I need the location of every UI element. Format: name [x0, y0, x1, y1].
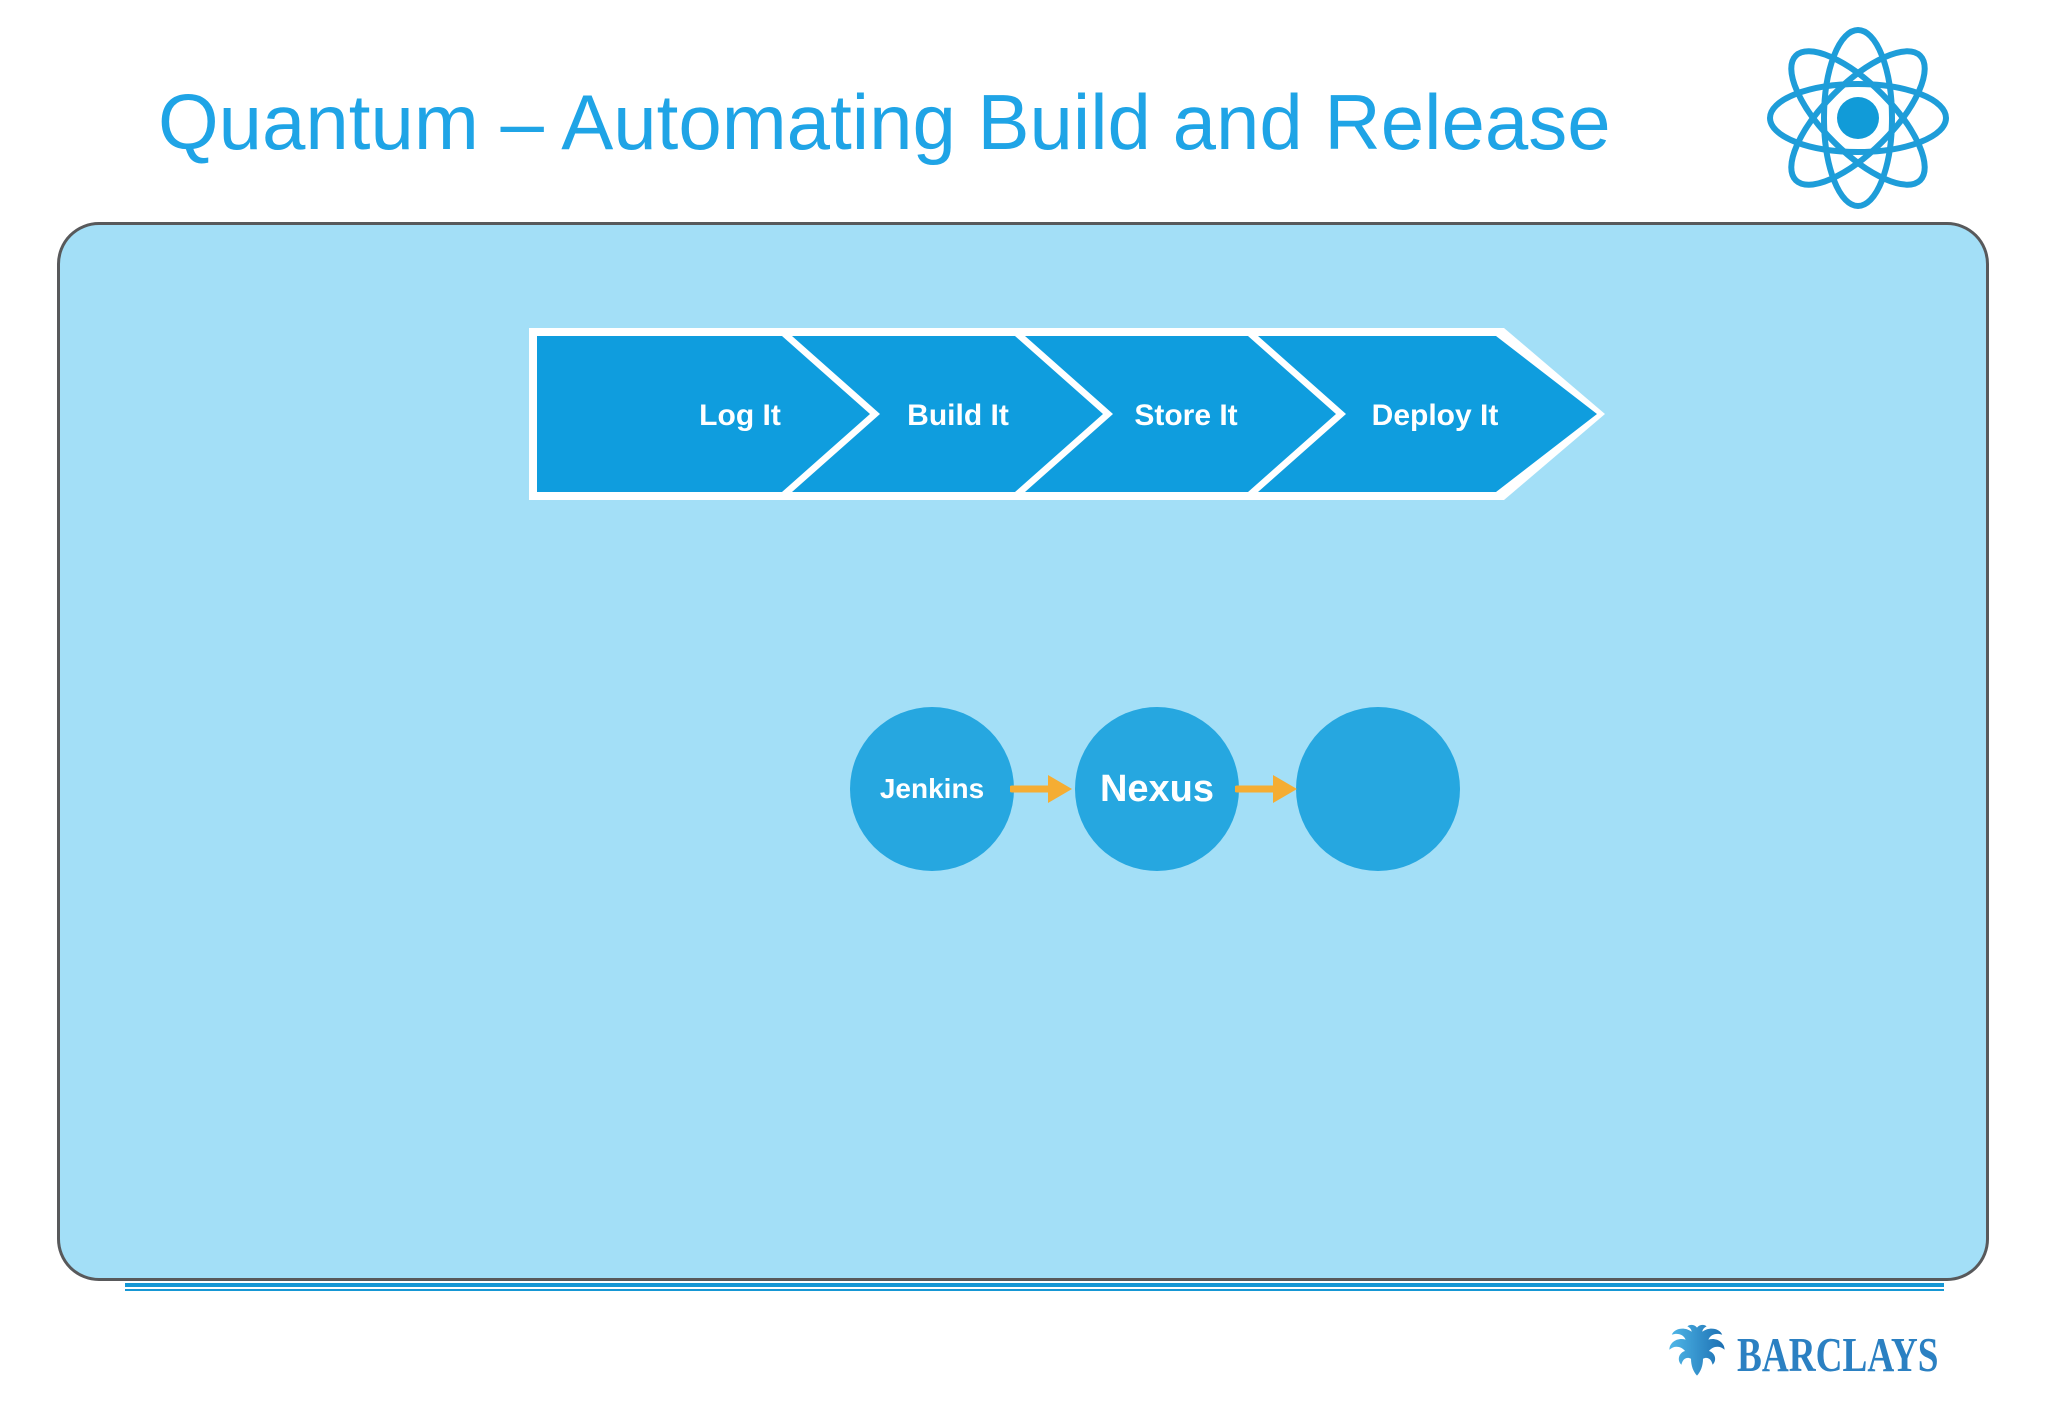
footer-rule: [125, 1283, 1944, 1287]
process-flow-chevrons: Log It Build It Store It Deploy It: [529, 328, 1605, 500]
process-step-3-label: Store It: [1134, 399, 1237, 432]
slide-title: Quantum – Automating Build and Release: [158, 78, 1611, 166]
atom-icon: [1767, 27, 1949, 209]
atom-nucleus: [1837, 97, 1879, 139]
footer-rule-secondary: [125, 1289, 1944, 1291]
barclays-eagle-icon: [1669, 1324, 1725, 1376]
process-step-1: [537, 336, 870, 492]
tool-node-nexus-label: Nexus: [1099, 767, 1215, 810]
process-step-4-label: Deploy It: [1372, 399, 1499, 432]
tool-node-jenkins: Jenkins: [850, 707, 1014, 871]
process-step-3: [1025, 336, 1336, 492]
process-step-1-label: Log It: [699, 399, 781, 432]
barclays-wordmark: BARCLAYS: [1737, 1327, 1939, 1382]
arrow-right-icon: [1235, 775, 1297, 803]
process-step-2: [792, 336, 1103, 492]
process-step-4: [1258, 336, 1597, 492]
tool-node-blank: [1296, 707, 1460, 871]
tool-node-jenkins-label: Jenkins: [879, 773, 985, 804]
process-step-2-label: Build It: [907, 399, 1009, 432]
tool-node-nexus: Nexus: [1075, 707, 1239, 871]
arrow-right-icon: [1010, 775, 1072, 803]
